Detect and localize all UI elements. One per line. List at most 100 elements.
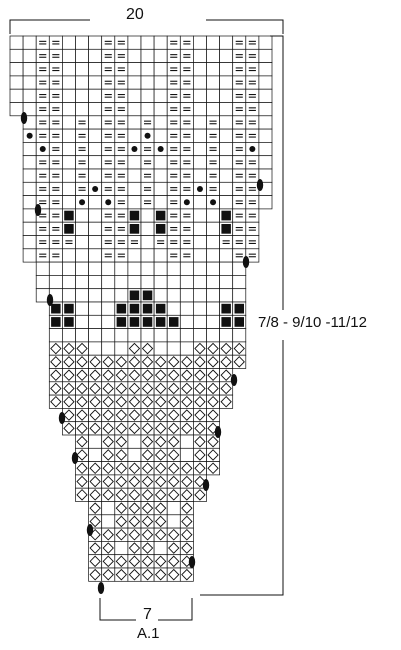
grid-cell	[206, 168, 220, 183]
grid-cell	[140, 235, 155, 250]
diamond-symbol	[194, 342, 206, 355]
grid-cell	[75, 168, 89, 183]
diamond-symbol	[128, 528, 141, 541]
filled-square	[155, 224, 166, 234]
grid-cell	[140, 221, 155, 236]
grid-cell	[114, 75, 129, 90]
diamond-symbol	[194, 369, 206, 381]
grid-cell	[166, 62, 181, 77]
diamond-symbol	[115, 369, 128, 381]
grid-cell	[153, 62, 168, 77]
grid-cell	[22, 35, 37, 50]
grid-cell	[206, 115, 220, 130]
grid-cell	[114, 221, 129, 236]
grid-cell	[166, 301, 181, 316]
diamond-symbol	[220, 342, 232, 355]
diamond-symbol	[168, 528, 180, 541]
diamond-symbol	[141, 489, 154, 501]
grid-cell	[193, 168, 207, 183]
grid-cell	[206, 155, 220, 170]
diamond-symbol	[89, 422, 101, 435]
grid-cell	[127, 195, 142, 210]
grid-cell	[88, 155, 103, 170]
grid-cell	[232, 235, 247, 250]
grid-cell	[206, 75, 220, 90]
grid-cell	[193, 275, 207, 290]
grid-cell	[101, 75, 116, 90]
diamond-symbol	[128, 542, 141, 554]
dot-symbol	[92, 185, 99, 192]
diamond-symbol	[50, 342, 62, 355]
filled-square	[142, 303, 153, 314]
grid-cell	[62, 235, 76, 250]
grid-cell	[22, 62, 37, 77]
grid-cell	[35, 128, 50, 143]
grid-cell	[48, 62, 63, 77]
grid-cell	[179, 434, 194, 449]
diamond-symbol	[141, 528, 154, 541]
grid-cell	[232, 128, 247, 143]
grid-cell	[193, 88, 207, 103]
grid-cell	[35, 62, 50, 77]
grid-cell	[166, 115, 181, 130]
grid-cell	[179, 567, 194, 582]
grid-cell	[193, 248, 207, 263]
grid-cell	[153, 181, 168, 196]
diamond-symbol	[168, 382, 180, 395]
top-bracket-right	[206, 19, 284, 34]
grid-cell	[140, 248, 155, 263]
grid-cell	[179, 115, 194, 130]
diamond-symbol	[194, 409, 206, 421]
diamond-symbol	[76, 489, 88, 501]
grid-cell	[245, 115, 260, 130]
grid-cell	[166, 208, 181, 223]
diamond-symbol	[194, 395, 206, 408]
grid-cell	[153, 88, 168, 103]
diamond-symbol	[128, 502, 141, 514]
grid-cell	[75, 275, 89, 290]
diamond-symbol	[89, 382, 101, 395]
dot-symbol	[210, 199, 217, 206]
diamond-symbol	[115, 409, 128, 421]
diamond-symbol	[128, 369, 141, 381]
grid-cell	[35, 102, 50, 117]
grid-cell	[153, 341, 168, 356]
grid-cell	[232, 88, 247, 103]
diamond-symbol	[115, 515, 128, 528]
diamond-symbol	[141, 395, 154, 408]
diamond-symbol	[154, 489, 167, 501]
diamond-symbol	[168, 395, 180, 408]
grid-cell	[153, 115, 168, 130]
grid-cell	[75, 75, 89, 90]
grid-cell	[140, 155, 155, 170]
diamond-symbol	[102, 555, 114, 568]
grid-cell	[9, 62, 24, 77]
grid-cell	[166, 88, 181, 103]
grid-cell	[193, 128, 207, 143]
diamond-symbol	[76, 409, 88, 421]
grid-cell	[245, 248, 260, 263]
diamond-symbol	[141, 435, 154, 448]
grid-cell	[48, 48, 63, 63]
grid-cell	[245, 48, 260, 63]
grid-cell	[75, 102, 89, 117]
diamond-symbol	[168, 568, 180, 581]
grid-cell	[114, 102, 129, 117]
diamond-symbol	[115, 382, 128, 395]
grid-cell	[114, 328, 129, 343]
grid-cell	[153, 275, 168, 290]
diamond-symbol	[141, 555, 154, 568]
grid-cell	[219, 62, 234, 77]
grid-cell	[179, 102, 194, 117]
grid-cell	[22, 235, 37, 250]
grid-cell	[258, 62, 273, 77]
diamond-symbol	[154, 369, 167, 381]
grid-cell	[127, 115, 142, 130]
filled-square	[129, 303, 140, 314]
grid-cell	[232, 62, 247, 77]
grid-cell	[35, 235, 50, 250]
grid-cell	[166, 48, 181, 63]
grid-cell	[245, 195, 260, 210]
grid-cell	[166, 35, 181, 50]
grid-cell	[114, 261, 129, 276]
